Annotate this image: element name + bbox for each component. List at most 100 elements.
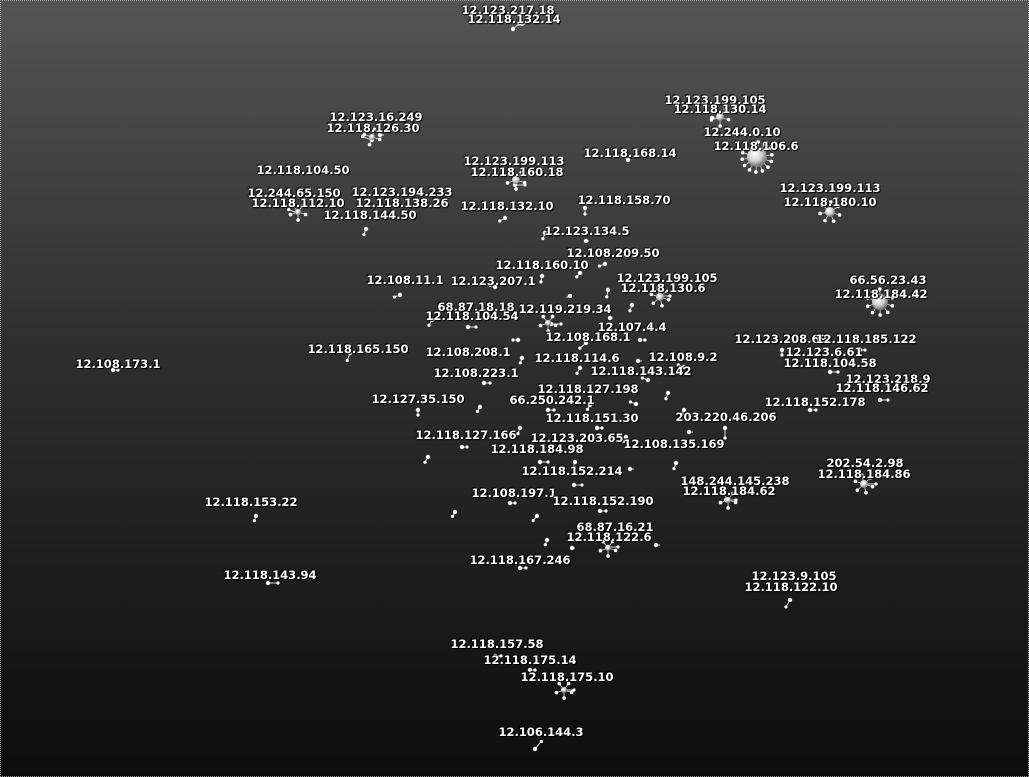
node-label[interactable]: 12.118.144.50 [323,208,417,222]
node-label[interactable]: 12.118.127.198 [537,382,639,396]
graph-node[interactable] [488,381,492,385]
graph-node[interactable] [653,542,659,548]
graph-node[interactable] [864,490,868,495]
graph-node[interactable] [465,445,469,449]
node-label[interactable]: 12.118.132.14 [467,12,561,26]
graph-node[interactable] [860,473,864,478]
graph-node[interactable] [744,144,748,149]
graph-node[interactable] [723,107,727,112]
graph-node[interactable] [656,286,660,291]
graph-node[interactable] [276,581,280,585]
graph-node[interactable] [534,513,540,519]
node-label[interactable]: 12.118.160.10 [495,258,589,272]
node-label[interactable]: 202.54.2.98 [826,456,904,470]
graph-node[interactable] [770,152,774,157]
graph-node[interactable] [505,181,510,185]
node-label[interactable]: 12.118.151.30 [545,411,639,425]
graph-node[interactable] [828,200,833,204]
node-label[interactable]: 12.119.219.34 [518,302,612,316]
graph-node[interactable] [749,141,754,145]
graph-node[interactable] [613,548,618,553]
graph-node[interactable] [733,500,738,505]
graph-node[interactable] [427,323,431,327]
node-label[interactable]: 12.123.218.9 [845,372,931,386]
graph-node[interactable] [397,292,403,298]
graph-node[interactable] [645,377,651,383]
graph-node[interactable] [538,323,543,328]
node-label[interactable]: 12.123.217.18 [461,3,555,17]
graph-node[interactable] [252,519,256,523]
graph-node[interactable] [616,545,620,549]
node-label[interactable]: 12.118.122.6 [566,530,652,544]
graph-node[interactable] [621,439,626,443]
graph-node[interactable] [552,408,556,412]
graph-node[interactable] [498,219,502,223]
node-label[interactable]: 12.118.130.6 [620,281,706,295]
node-label[interactable]: 12.118.175.10 [520,670,614,684]
graph-node[interactable] [416,413,420,417]
graph-node[interactable] [676,363,680,367]
graph-node[interactable] [762,142,767,146]
graph-node[interactable] [726,117,731,122]
node-label[interactable]: 12.123.9.105 [751,569,837,583]
graph-node[interactable] [452,509,458,515]
graph-node[interactable] [623,434,629,440]
graph-node[interactable] [885,310,890,315]
graph-node[interactable] [571,482,577,488]
node-label[interactable]: 12.118.106.6 [713,139,799,153]
graph-node[interactable] [583,340,589,346]
graph-node[interactable] [681,364,687,370]
node-label[interactable]: 12.123.208.69 [734,332,828,346]
node-label[interactable]: 12.118.157.58 [450,637,544,651]
graph-node[interactable] [492,284,498,290]
node-label[interactable]: 66.56.23.43 [849,273,927,287]
node-label[interactable]: 12.118.175.14 [483,653,577,667]
node-label[interactable]: 12.108.197.1 [471,486,557,500]
graph-node[interactable] [372,127,377,132]
graph-node[interactable] [377,132,383,138]
graph-node[interactable] [633,401,639,407]
graph-node[interactable] [392,295,396,299]
graph-node[interactable] [553,323,558,328]
graph-node[interactable] [740,157,744,162]
node-label[interactable]: 12.118.122.10 [744,580,838,594]
graph-node[interactable] [532,746,538,752]
graph-node[interactable] [481,380,487,386]
graph-node[interactable] [643,338,647,342]
node-label[interactable]: 12.244.0.10 [703,125,781,139]
graph-node[interactable] [450,514,455,518]
graph-node[interactable] [886,398,890,402]
graph-node[interactable] [516,432,520,436]
graph-node[interactable] [594,425,600,431]
graph-node[interactable] [475,409,480,413]
graph-node[interactable] [572,459,578,465]
graph-node[interactable] [542,230,548,236]
graph-node[interactable] [818,211,822,216]
node-label[interactable]: 12.107.4.4 [597,320,667,334]
graph-node[interactable] [747,168,752,172]
node-label[interactable]: 12.118.185.122 [815,332,917,346]
node-label[interactable]: 12.108.135.169 [623,437,725,451]
graph-node[interactable] [571,466,575,470]
graph-node[interactable] [640,376,644,380]
graph-node[interactable] [628,400,632,404]
node-label[interactable]: 12.123.194.233 [351,185,453,199]
graph-node[interactable] [664,397,668,401]
node-label[interactable]: 12.108.11.1 [366,273,444,287]
node-label[interactable]: 148.244.145.238 [680,474,790,488]
graph-node[interactable] [855,488,860,492]
graph-node[interactable] [474,325,478,329]
graph-node[interactable] [492,653,498,659]
graph-node[interactable] [578,346,582,350]
graph-node[interactable] [598,548,603,553]
graph-node[interactable] [363,226,369,232]
graph-node[interactable] [288,212,293,217]
graph-node[interactable] [550,314,555,319]
graph-node[interactable] [425,454,431,460]
graph-node[interactable] [629,302,635,308]
graph-hub-node[interactable] [747,147,767,167]
graph-node[interactable] [635,358,641,364]
graph-node[interactable] [518,361,522,365]
graph-node[interactable] [291,203,296,208]
graph-hub-node[interactable] [872,294,888,310]
